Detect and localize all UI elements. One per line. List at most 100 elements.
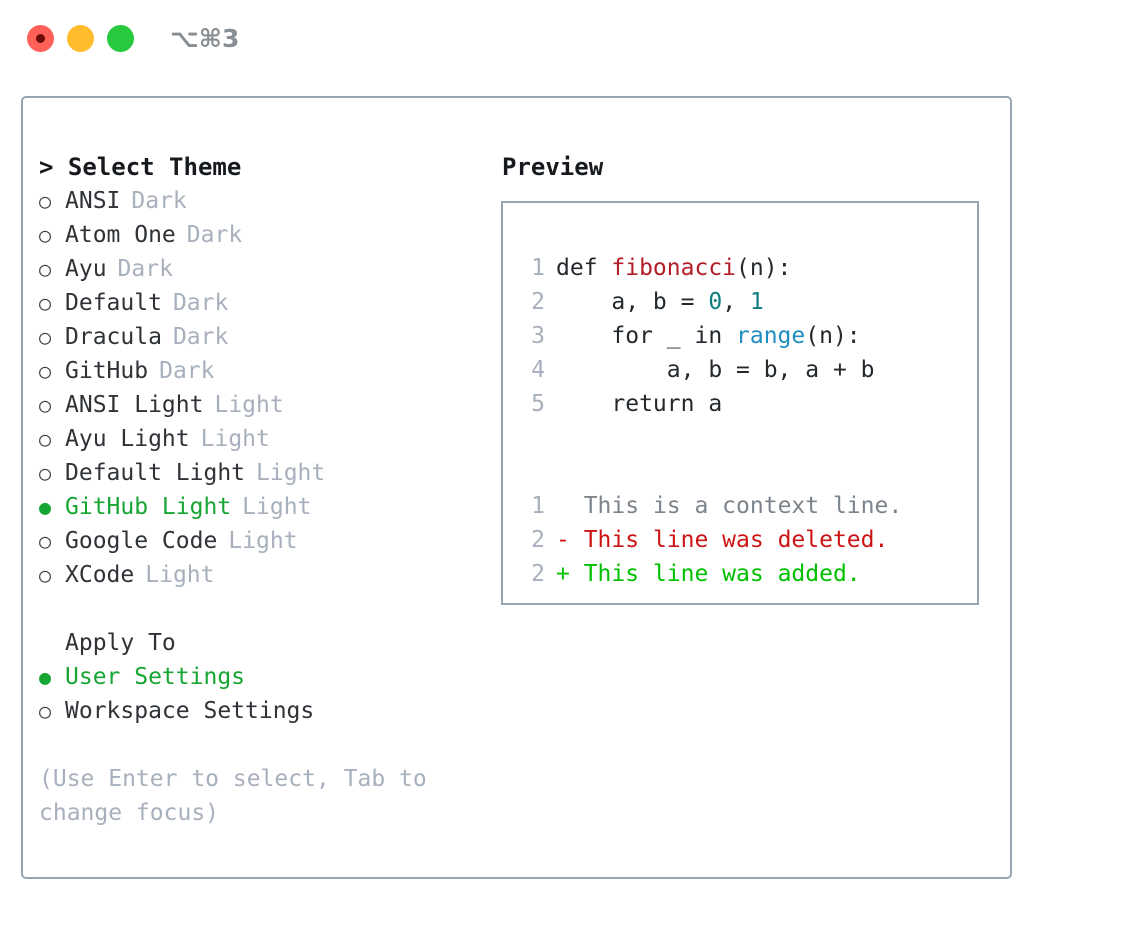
diff-line: 1 This is a context line. <box>519 489 902 523</box>
code-token-fn: fibonacci <box>611 255 737 281</box>
title-bar: ⌥⌘3 <box>0 0 1140 78</box>
theme-option-default[interactable]: ○ Default Dark <box>39 286 489 320</box>
theme-option-atom-one[interactable]: ○ Atom One Dark <box>39 218 489 252</box>
radio-unselected-icon: ○ <box>39 359 52 383</box>
theme-option-label: GitHub Light <box>65 494 232 520</box>
code-token-plain: def <box>556 255 612 281</box>
radio-unselected-icon: ○ <box>39 393 52 417</box>
preview-header: Preview <box>502 153 604 181</box>
diff-line-number: 2 <box>531 527 545 553</box>
theme-option-ansi-light[interactable]: ○ ANSI Light Light <box>39 388 489 422</box>
theme-option-label: Atom One <box>65 222 176 248</box>
radio-unselected-icon: ○ <box>39 257 52 281</box>
theme-option-variant: Dark <box>131 188 187 214</box>
apply-to-option-user-settings[interactable]: ● User Settings <box>39 660 489 694</box>
code-token-num: 0 <box>708 289 723 315</box>
radio-selected-icon: ● <box>39 495 52 519</box>
diff-line-number: 1 <box>531 493 545 519</box>
window-title-shortcut: ⌥⌘3 <box>170 24 240 53</box>
apply-to-list[interactable]: ● User Settings ○Workspace Settings <box>39 660 489 728</box>
radio-selected-icon: ● <box>39 665 52 689</box>
theme-option-variant: Light <box>256 460 326 486</box>
code-line: 2 a, b = 0, 1 <box>519 285 902 319</box>
theme-option-variant: Dark <box>172 324 229 350</box>
radio-unselected-icon: ○ <box>39 189 52 213</box>
radio-unselected-icon: ○ <box>39 461 52 485</box>
theme-option-variant: Light <box>214 392 284 418</box>
theme-option-label: GitHub <box>65 358 149 384</box>
theme-option-google-code[interactable]: ○ Google Code Light <box>39 524 489 558</box>
theme-option-variant: Light <box>145 562 215 588</box>
apply-to-option-label: User Settings <box>65 664 246 690</box>
diff-marker: + <box>556 561 570 587</box>
theme-option-variant: Light <box>242 494 312 520</box>
code-token-plain: (n): <box>736 255 792 281</box>
diff-text: This line was deleted. <box>569 527 889 553</box>
diff-line: 2 + This line was added. <box>519 557 902 591</box>
diff-line: 2- This line was deleted. <box>519 523 902 557</box>
theme-option-ansi[interactable]: ○ ANSI Dark <box>39 184 489 218</box>
theme-option-label: Google Code <box>65 528 218 554</box>
code-blank-line <box>519 421 902 455</box>
code-blank-line <box>519 455 902 489</box>
maximize-window-button[interactable] <box>107 25 134 52</box>
code-token-plain: for _ in <box>556 323 737 349</box>
code-token-call: range <box>736 323 806 349</box>
apply-to-header: Apply To <box>65 630 176 656</box>
theme-option-label: ANSI Light <box>65 392 204 418</box>
theme-option-label: ANSI <box>65 188 121 214</box>
radio-unselected-icon: ○ <box>39 291 52 315</box>
select-theme-header: > Select Theme <box>39 153 242 181</box>
line-number: 3 <box>531 323 545 349</box>
code-line: 3 for _ in range(n): <box>519 319 902 353</box>
radio-unselected-icon: ○ <box>39 427 52 451</box>
radio-unselected-icon: ○ <box>39 563 52 587</box>
code-line: 4 a, b = b, a + b <box>519 353 902 387</box>
code-token-plain: (n): <box>805 323 861 349</box>
radio-unselected-icon: ○ <box>39 223 52 247</box>
traffic-light-group <box>27 25 134 52</box>
diff-text: This is a context line. <box>569 493 903 519</box>
theme-option-variant: Dark <box>172 290 229 316</box>
theme-option-label: Dracula <box>65 324 162 350</box>
diff-text: This line was added. <box>569 561 861 587</box>
keyboard-hint-text: (Use Enter to select, Tab to change focu… <box>39 766 441 826</box>
diff-marker <box>556 493 570 519</box>
theme-option-github-light[interactable]: ● GitHub Light Light <box>39 490 489 524</box>
code-token-num: 1 <box>749 289 764 315</box>
line-number: 5 <box>531 391 545 417</box>
theme-option-variant: Dark <box>186 222 243 248</box>
theme-option-label: Ayu Light <box>65 426 190 452</box>
theme-option-label: Default <box>65 290 162 316</box>
theme-option-variant: Light <box>228 528 298 554</box>
line-number: 1 <box>531 255 545 281</box>
radio-unselected-icon: ○ <box>39 529 52 553</box>
list-gap-spacer <box>39 592 489 626</box>
close-window-button[interactable] <box>27 25 54 52</box>
theme-option-variant: Light <box>200 426 270 452</box>
diff-line-number: 2 <box>531 561 545 587</box>
minimize-window-button[interactable] <box>67 25 94 52</box>
apply-to-option-workspace-settings[interactable]: ○Workspace Settings <box>39 694 489 728</box>
line-number: 2 <box>531 289 545 315</box>
diff-marker: - <box>556 527 570 553</box>
theme-option-ayu-light[interactable]: ○ Ayu Light Light <box>39 422 489 456</box>
code-line: 5 return a <box>519 387 902 421</box>
theme-option-variant: Dark <box>117 256 173 282</box>
apply-to-option-label: Workspace Settings <box>65 698 315 724</box>
code-line: 1 def fibonacci(n): <box>519 251 902 285</box>
line-number: 4 <box>531 357 545 383</box>
